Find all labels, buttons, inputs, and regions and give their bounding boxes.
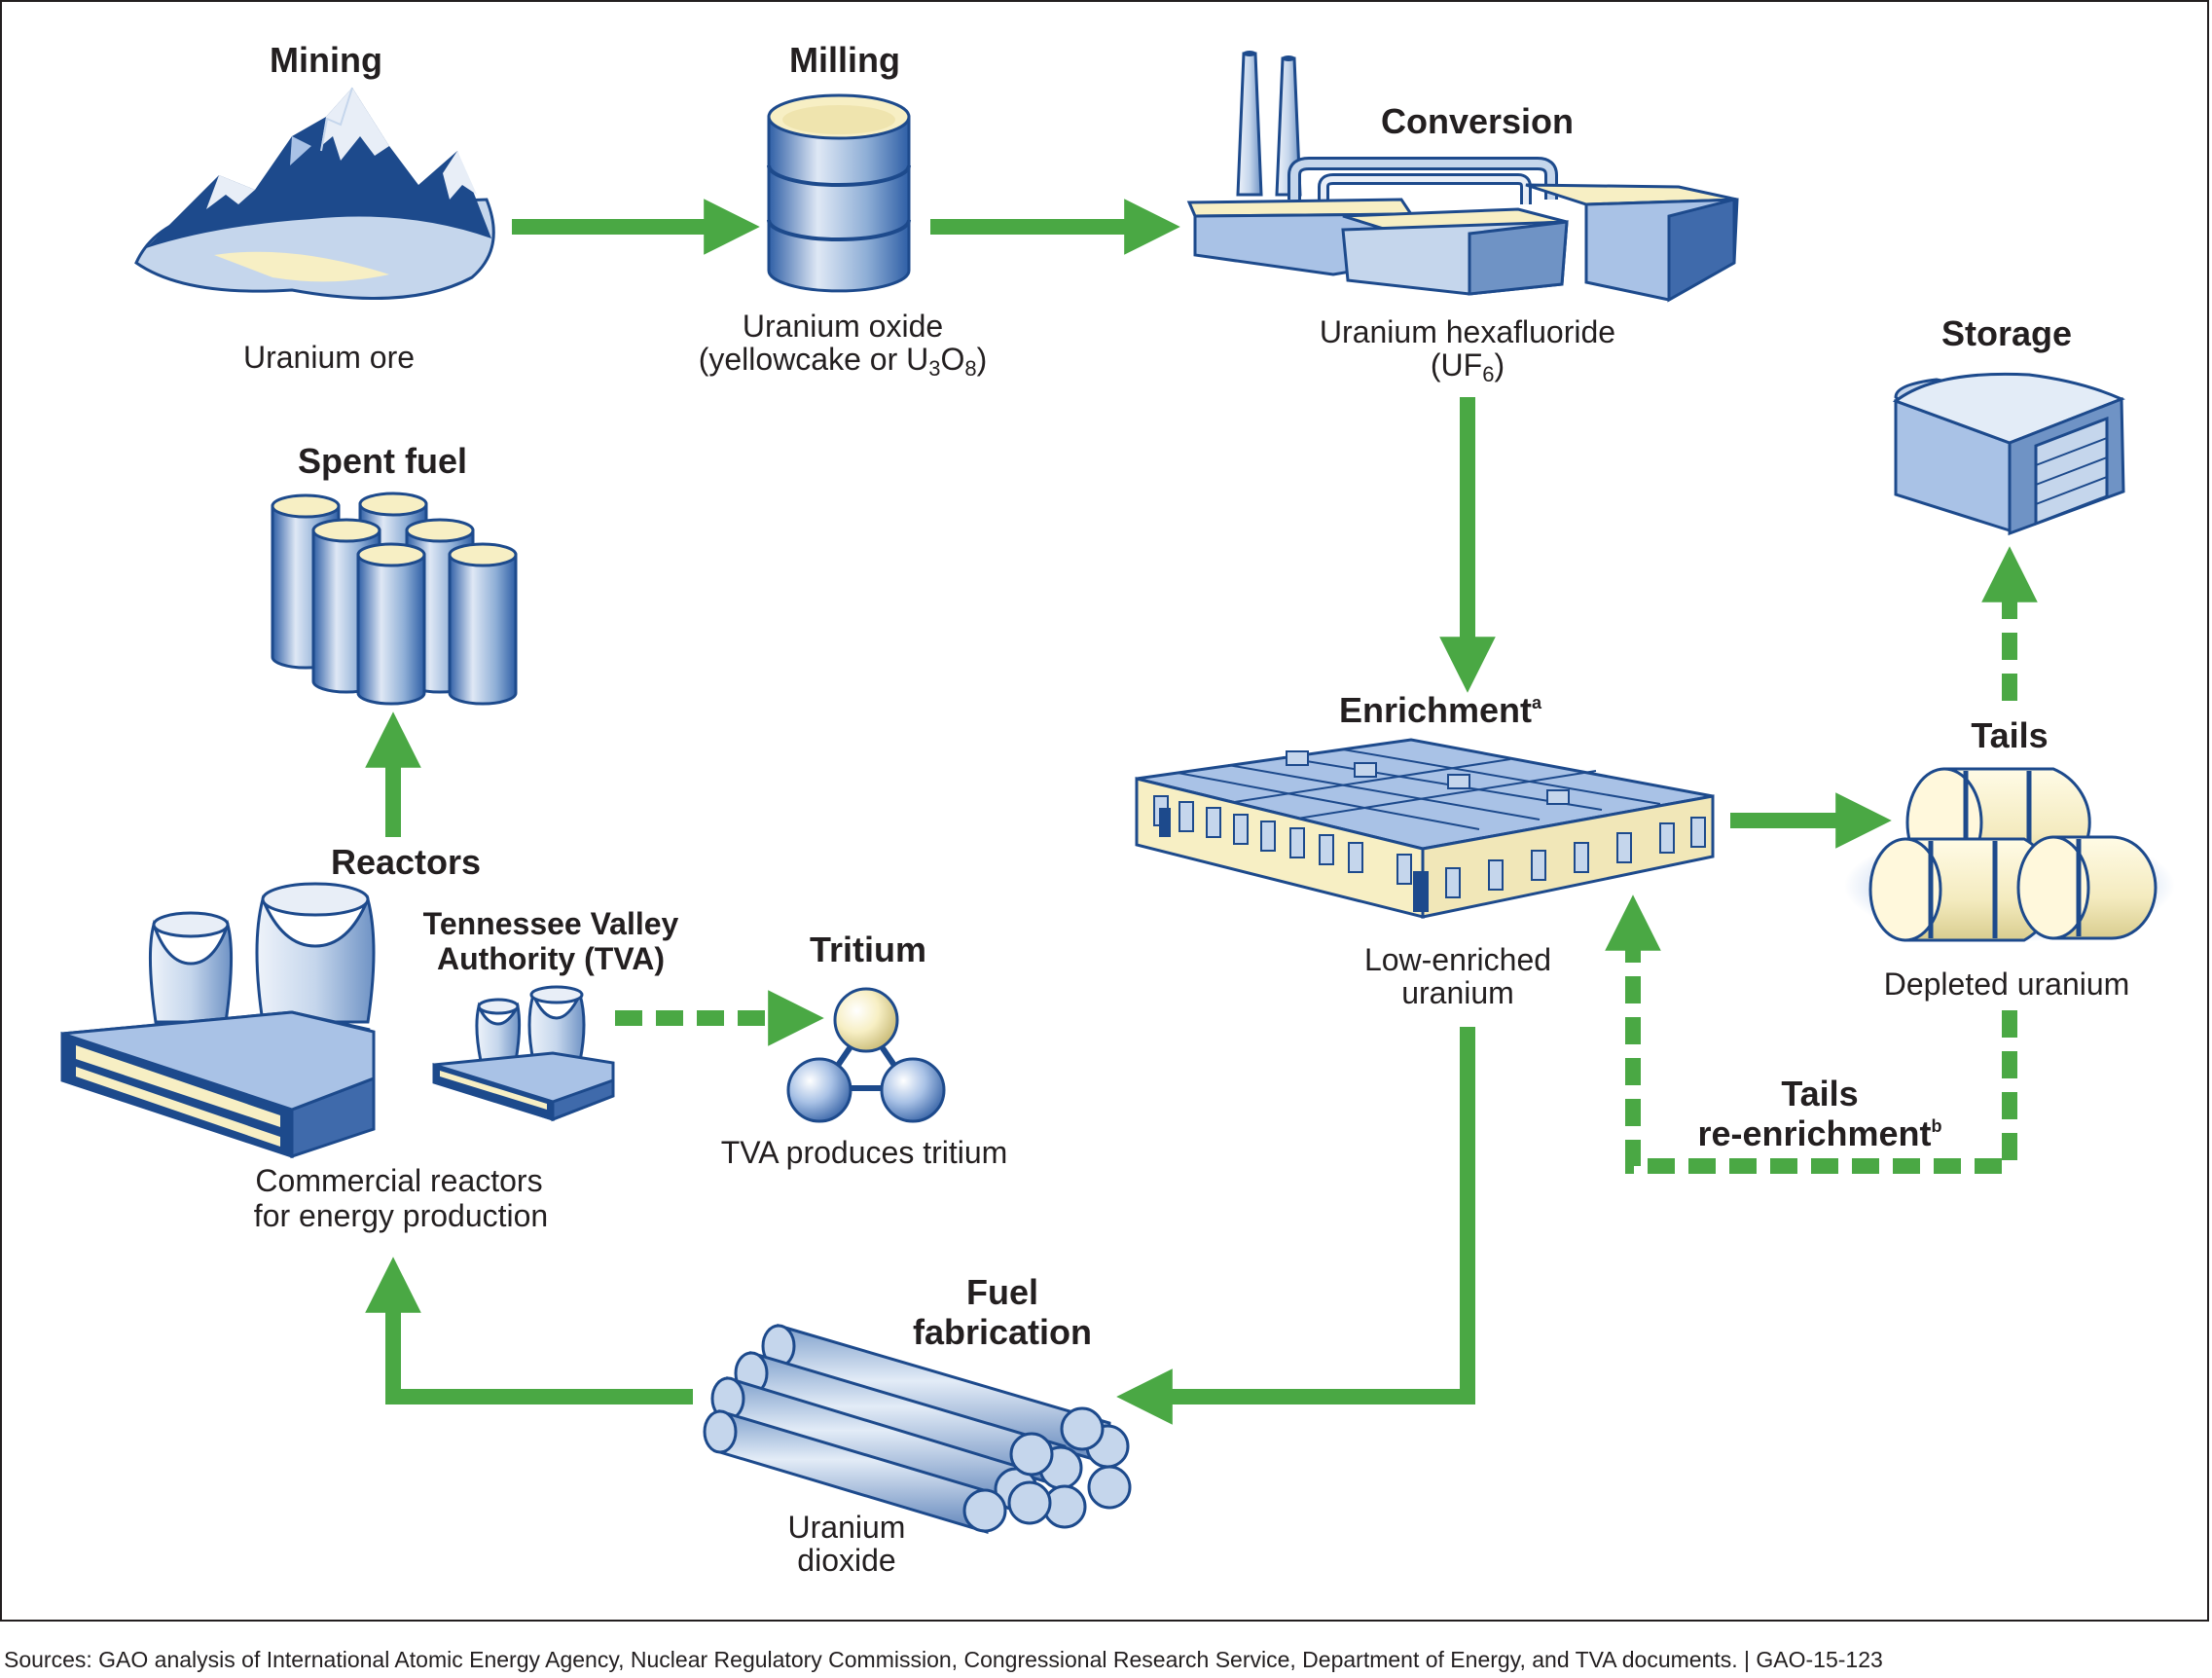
storage-building-icon xyxy=(1892,372,2125,536)
spent-fuel-casks-icon xyxy=(271,492,518,706)
arrow-fuel-fabrication-to-reactors xyxy=(365,1257,693,1404)
tva-heading-line2: Authority (TVA) xyxy=(437,941,665,976)
conversion-plant-icon xyxy=(1186,51,1739,303)
arrows xyxy=(365,199,2038,1425)
tva-heading-line1: Tennessee Valley xyxy=(423,906,679,941)
milling-label-line1: Uranium oxide xyxy=(743,309,943,344)
arrow-tails-reenrichment xyxy=(1605,894,2017,1174)
diagram-frame xyxy=(0,0,2209,1622)
fuel-fabrication-label-line2: dioxide xyxy=(797,1543,895,1578)
commercial-reactors-icon xyxy=(60,882,376,1159)
reactors-label-line2: for energy production xyxy=(254,1198,548,1233)
tails-cylinders-icon xyxy=(1844,767,2175,942)
fuel-fabrication-heading-line2: fabrication xyxy=(913,1312,1092,1352)
tails-reenrichment-heading-line1: Tails xyxy=(1781,1074,1858,1113)
spent-fuel-heading: Spent fuel xyxy=(298,441,467,481)
enrichment-facility-icon xyxy=(1135,738,1715,919)
fuel-rods-icon xyxy=(703,1323,1132,1535)
fuel-fabrication-heading-line1: Fuel xyxy=(966,1272,1038,1312)
nuclear-fuel-cycle-diagram: Mining Uranium ore Milling Uranium oxide… xyxy=(60,40,2175,1578)
enrichment-footnote-marker: a xyxy=(1532,693,1542,712)
reactors-heading: Reactors xyxy=(331,842,481,882)
milling-heading: Milling xyxy=(789,40,900,80)
tva-reactor-icon xyxy=(432,985,615,1122)
milling-label-line2: (yellowcake or U3O8) xyxy=(699,342,988,381)
mining-heading: Mining xyxy=(270,40,382,80)
reactors-label-line1: Commercial reactors xyxy=(255,1163,542,1198)
mining-label: Uranium ore xyxy=(243,340,415,375)
tritium-molecule-icon xyxy=(786,987,946,1123)
tails-reenrichment-heading-line2: re-enrichmentb xyxy=(1697,1113,1941,1153)
conversion-label-line1: Uranium hexafluoride xyxy=(1320,314,1615,349)
storage-heading: Storage xyxy=(1941,313,2072,353)
arrow-enrichment-to-fuel-fabrication xyxy=(1116,1027,1475,1425)
sources-note: Sources: GAO analysis of International A… xyxy=(4,1647,1883,1672)
mining-icon xyxy=(134,87,495,300)
enrichment-heading: Enrichmenta xyxy=(1339,690,1542,730)
tritium-label: TVA produces tritium xyxy=(721,1135,1008,1170)
enrichment-label-line1: Low-enriched xyxy=(1364,942,1551,977)
tails-heading: Tails xyxy=(1971,715,2048,755)
enrichment-label-line2: uranium xyxy=(1401,975,1514,1010)
enrichment-windows xyxy=(1153,795,1706,898)
tritium-heading: Tritium xyxy=(810,930,926,969)
tails-reenrichment-footnote-marker: b xyxy=(1932,1116,1942,1136)
conversion-heading: Conversion xyxy=(1381,101,1574,141)
conversion-label-line2: (UF6) xyxy=(1431,347,1505,386)
barrel-icon xyxy=(767,93,911,293)
fuel-fabrication-label-line1: Uranium xyxy=(788,1510,906,1545)
tails-label: Depleted uranium xyxy=(1884,967,2130,1002)
